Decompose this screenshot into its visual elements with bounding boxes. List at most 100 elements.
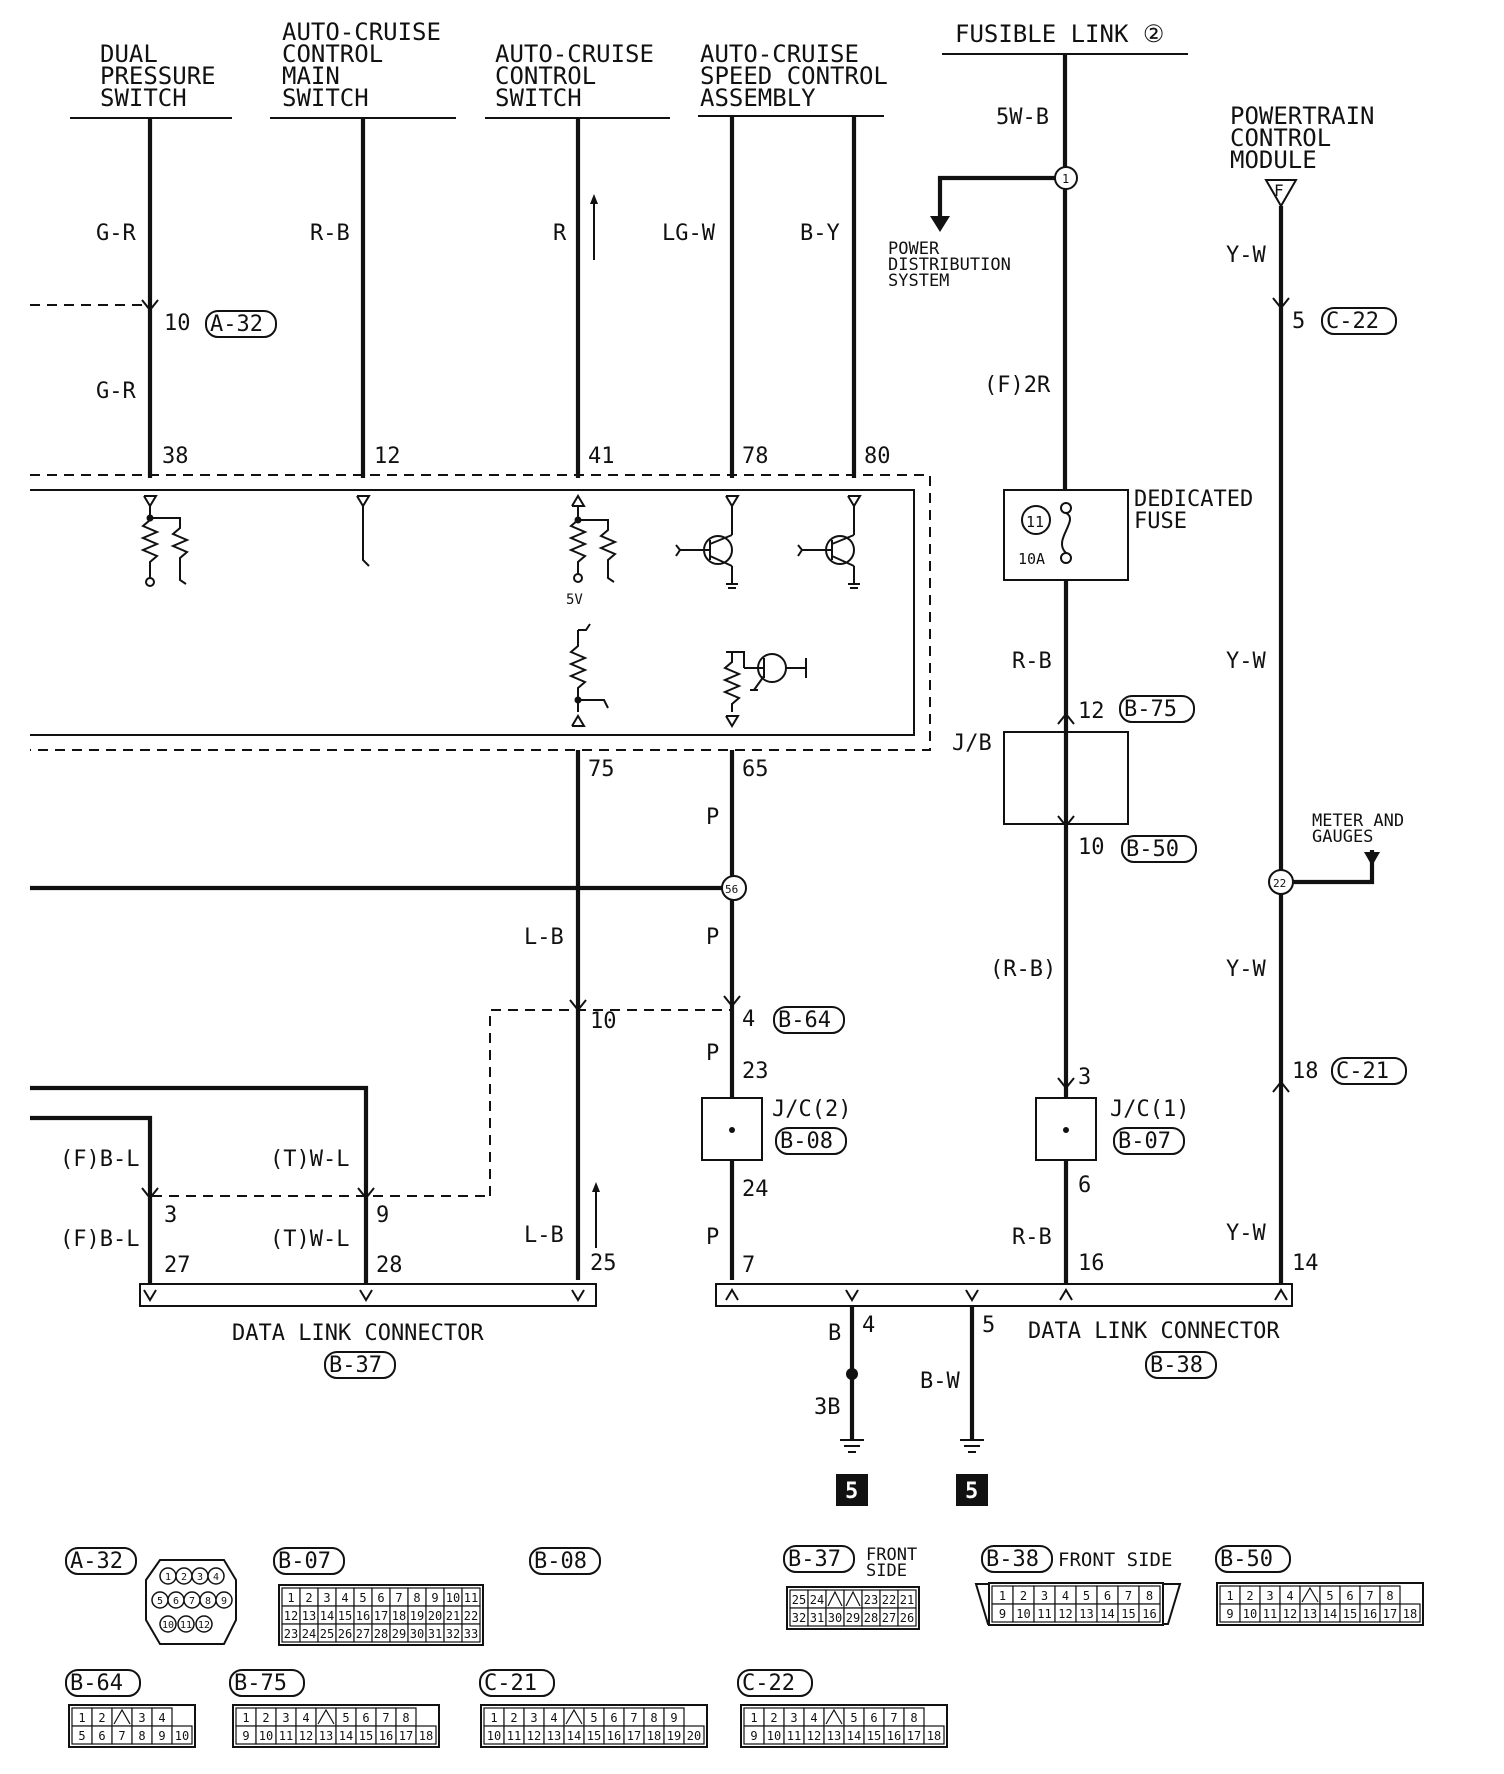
wire-twl: (T)W-L 9 (T)W-L 28: [30, 1085, 403, 1290]
connector-pin-number: 6: [98, 1729, 105, 1743]
connector-pin-number: 7: [890, 1711, 897, 1725]
connector-id: B-37: [329, 1353, 382, 1378]
header-pcm: POWERTRAIN CONTROL MODULE F: [1230, 102, 1375, 209]
connector-pin-number: 13: [319, 1729, 333, 1743]
header-acc-speed-control: AUTO-CRUISE SPEED CONTROL ASSEMBLY: [698, 40, 888, 117]
connector-pin-number: 2: [181, 1572, 187, 1583]
pin-number: 27: [164, 1253, 191, 1278]
pin-number: 75: [588, 757, 615, 782]
splice-circle: [721, 875, 747, 901]
wire-color-label: (F)B-L: [60, 1227, 139, 1252]
connector-pin-number: 12: [1283, 1607, 1297, 1621]
connector-pin-number: 25: [320, 1627, 334, 1641]
connector-pin-number: 25: [792, 1593, 806, 1607]
jb-label: J/B: [952, 731, 992, 756]
connector-pin-number: 1: [490, 1711, 497, 1725]
pin-number: 28: [376, 1253, 403, 1278]
connector-pin-number: 9: [242, 1729, 249, 1743]
connector-cavity: [683, 1725, 705, 1745]
switch-line: [362, 506, 370, 567]
connector-arrow: [1272, 297, 1290, 310]
connector-tag: [65, 1669, 141, 1697]
connector-tag: [229, 1669, 305, 1697]
connector-pin-number: 29: [846, 1611, 860, 1625]
terminal-mark: [725, 1288, 739, 1301]
wire-color-label: (F)B-L: [60, 1147, 139, 1172]
resistor-symbol: [568, 506, 588, 574]
pin-number: 65: [742, 757, 769, 782]
connector-tag: [775, 1127, 847, 1155]
wire-acc-speed-by: B-Y 80: [800, 116, 891, 478]
wire-color-label: R-B: [1012, 1225, 1052, 1250]
wire-color-label: P: [706, 1225, 719, 1250]
connector-tag: [205, 310, 277, 338]
wire-color-label: B: [828, 1321, 841, 1346]
connector-pin-number: 31: [428, 1627, 442, 1641]
connector-key: [845, 1590, 861, 1607]
terminal-mark: [1059, 1288, 1073, 1301]
ground-symbol: [960, 1439, 984, 1453]
header-line: AUTO-CRUISE: [700, 40, 859, 68]
ground-wire-bw: 5 B-W 5: [920, 1306, 995, 1506]
wire: [30, 1085, 369, 1290]
ground-trace: [750, 675, 765, 691]
fuse-number: 11: [1026, 513, 1044, 531]
pin-number: 14: [1292, 1251, 1319, 1276]
power-dist-label: SYSTEM: [888, 271, 949, 291]
connector-view-b08: B-08: [529, 1547, 601, 1575]
wire: [30, 1115, 153, 1290]
connector-tag: [324, 1351, 396, 1379]
dedicated-fuse: 11 10A DEDICATED FUSE: [1003, 487, 1253, 581]
connector-pin-number: 6: [173, 1596, 179, 1607]
wire-color-label: (T)W-L: [270, 1147, 349, 1172]
connector-id: B-08: [534, 1549, 587, 1574]
pin-number: 4: [742, 1007, 755, 1032]
connector-pin-number: 3: [282, 1711, 289, 1725]
connector-pin-number: 11: [180, 1620, 192, 1631]
dlc-label: DATA LINK CONNECTOR: [232, 1321, 484, 1346]
connector-pin-number: 18: [647, 1729, 661, 1743]
connector-pin-number: 7: [1125, 1589, 1132, 1603]
connector-pin-number: 8: [413, 1591, 420, 1605]
wire-fbl: (F)B-L 3 (F)B-L 27: [30, 1115, 191, 1290]
connector-pin-number: 20: [428, 1609, 442, 1623]
connector-pin-number: 12: [299, 1729, 313, 1743]
connector-cavity: [1399, 1603, 1421, 1623]
connector-tag: [1113, 1127, 1185, 1155]
terminal-mark: [847, 495, 862, 508]
connector-pin-number: 2: [1246, 1589, 1253, 1603]
connector-tag: [1145, 1351, 1217, 1379]
wire-color-label: 3B: [814, 1395, 841, 1420]
connector-pin-number: 9: [431, 1591, 438, 1605]
connector-pin-number: 5: [850, 1711, 857, 1725]
connector-id: A-32: [70, 1549, 123, 1574]
connector-pin-number: 8: [205, 1596, 211, 1607]
pin-number: 25: [590, 1251, 617, 1276]
connector-pin-number: 12: [807, 1729, 821, 1743]
connector-pin-number: 31: [810, 1611, 824, 1625]
connector-pin-number: 26: [900, 1611, 914, 1625]
connector-key: [827, 1590, 843, 1607]
header-acc-main-switch: AUTO-CRUISE CONTROL MAIN SWITCH: [270, 18, 456, 119]
pin-number: 3: [1078, 1065, 1091, 1090]
connector-pin-number: 14: [339, 1729, 353, 1743]
power-dist-label: DISTRIBUTION: [888, 255, 1011, 275]
terminal-mark: [965, 1289, 979, 1302]
pin-number: 7: [742, 1253, 755, 1278]
pin-number: 5: [1292, 309, 1305, 334]
connector-arrow: [1057, 1077, 1075, 1090]
connector-tag: [981, 1545, 1053, 1573]
splice-number: 56: [725, 883, 738, 896]
connector-pin-number: 16: [1142, 1607, 1156, 1621]
connector-pin-number: 28: [864, 1611, 878, 1625]
signal-arrow-head: [592, 1182, 600, 1192]
connector-pin-number: 8: [1146, 1589, 1153, 1603]
connector-pin-number: 1: [287, 1591, 294, 1605]
connector-id: B-75: [234, 1671, 287, 1696]
terminal-mark: [845, 1289, 859, 1302]
connector-tag: [273, 1547, 345, 1575]
junction-dot: [574, 516, 582, 524]
